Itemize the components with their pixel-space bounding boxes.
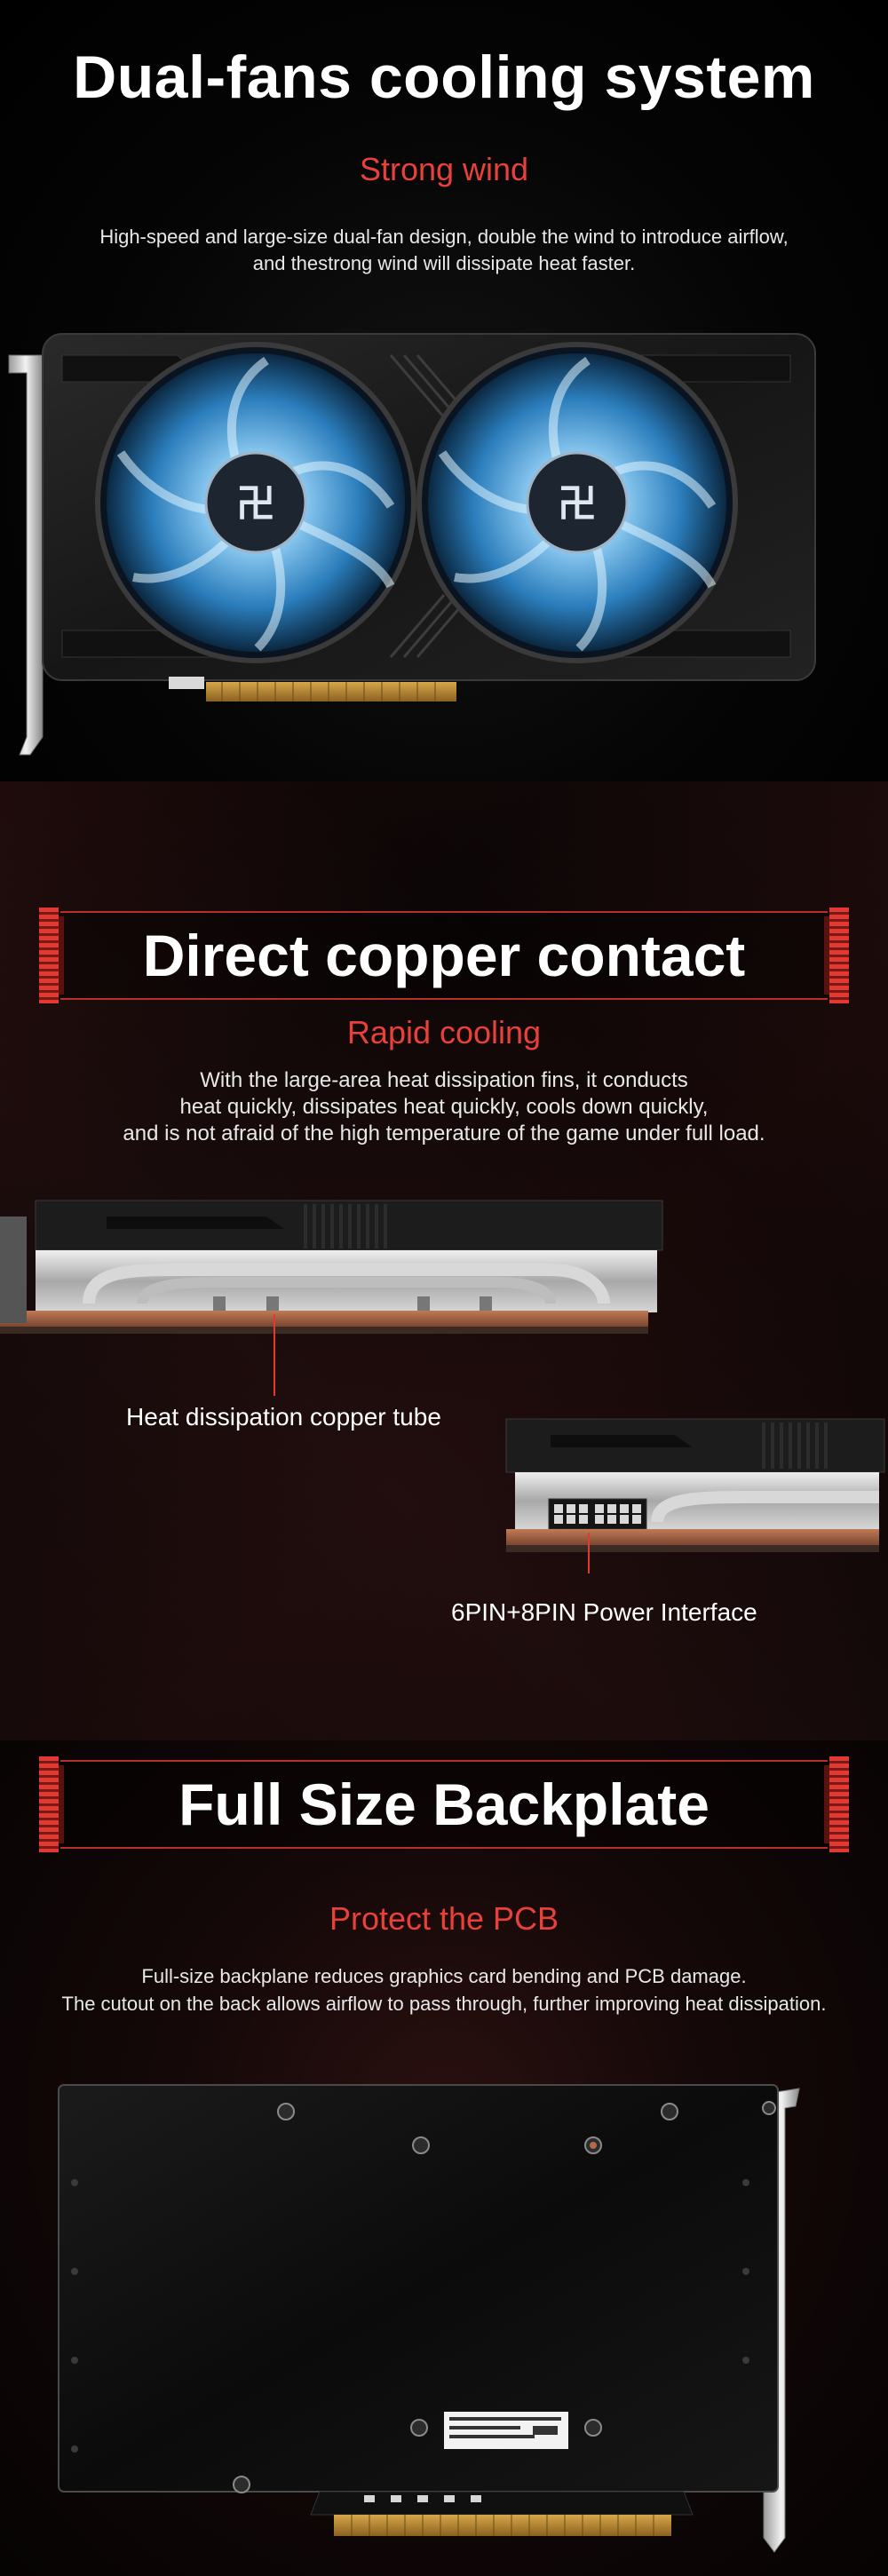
section-description: Full-size backplane reduces graphics car… xyxy=(18,1962,870,2017)
section-description: High-speed and large-size dual-fan desig… xyxy=(18,224,870,277)
description-line: and is not afraid of the high temperatur… xyxy=(123,1122,765,1145)
brand-logo-icon: 卍 xyxy=(236,481,275,527)
fan-right: 卍 xyxy=(416,342,738,663)
cooler-side-image xyxy=(0,1200,663,1334)
gpu-front-image: 卍 卍 xyxy=(8,333,816,756)
section-description: With the large-area heat dissipation fin… xyxy=(36,1067,852,1147)
section-subtitle: Rapid cooling xyxy=(346,1014,542,1050)
backplate-section: Full Size Backplate Protect the PCB Full… xyxy=(0,1740,888,2576)
leader-line xyxy=(274,1314,275,1396)
section-title-frame: Full Size Backplate xyxy=(36,1756,852,1852)
description-line: Full-size backplane reduces graphics car… xyxy=(141,1965,747,1987)
fan-left: 卍 xyxy=(95,342,416,663)
frame-cap-left xyxy=(39,1756,64,1852)
frame-cap-right xyxy=(824,908,849,1003)
power-connector-image xyxy=(505,1418,885,1552)
backplate-image xyxy=(58,2084,800,2553)
description-line: With the large-area heat dissipation fin… xyxy=(200,1068,688,1092)
description-line: High-speed and large-size dual-fan desig… xyxy=(99,226,789,248)
dual-fans-section: Dual-fans cooling system Strong wind Hig… xyxy=(0,0,888,781)
leader-line xyxy=(588,1533,590,1573)
section-title: Full Size Backplate xyxy=(178,1771,710,1837)
section-subtitle: Protect the PCB xyxy=(329,1900,559,1937)
frame-cap-left xyxy=(39,908,64,1003)
description-line: and thestrong wind will dissipate heat f… xyxy=(252,252,636,274)
frame-cap-right xyxy=(824,1756,849,1852)
pcie-connector xyxy=(206,682,456,701)
copper-contact-section: Direct copper contact Rapid cooling With… xyxy=(0,781,888,1740)
io-bracket xyxy=(8,354,44,756)
callout-copper-tube: Heat dissipation copper tube xyxy=(126,1403,441,1431)
callout-power-interface: 6PIN+8PIN Power Interface xyxy=(451,1598,757,1626)
description-line: The cutout on the back allows airflow to… xyxy=(61,1993,827,2015)
section-title-frame: Direct copper contact xyxy=(36,908,852,1003)
section-subtitle: Strong wind xyxy=(359,151,529,187)
section-title: Dual-fans cooling system xyxy=(73,44,815,111)
brand-logo-icon: 卍 xyxy=(558,481,597,527)
section-title: Direct copper contact xyxy=(142,923,746,988)
description-line: heat quickly, dissipates heat quickly, c… xyxy=(179,1095,709,1119)
pcie-connector xyxy=(334,2515,671,2536)
